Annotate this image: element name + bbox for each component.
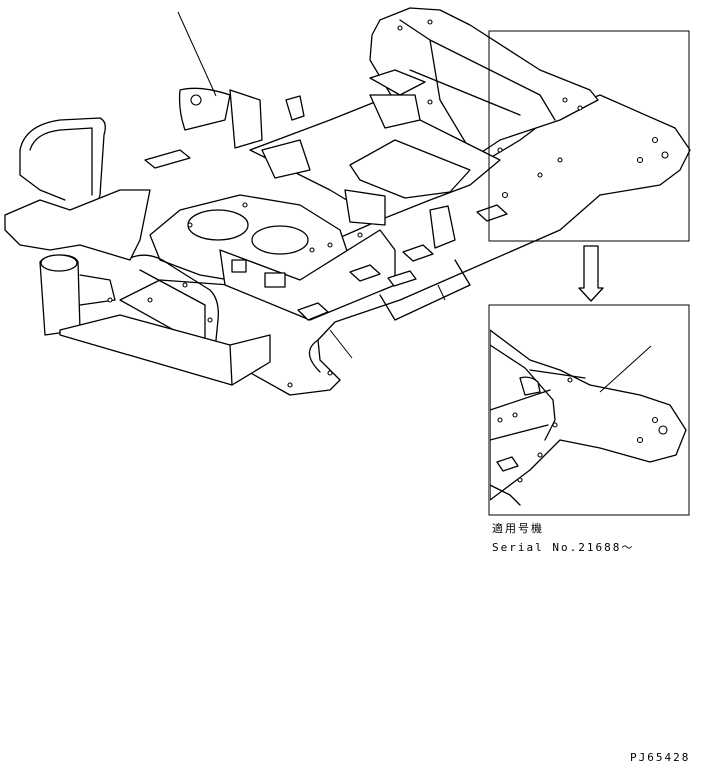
detail-callout-box <box>488 30 690 242</box>
applicable-machine-label: 適用号機 <box>492 522 544 535</box>
down-arrow-icon <box>578 245 604 302</box>
detail-view-box <box>488 304 690 516</box>
revolving-frame <box>4 7 691 396</box>
serial-number-label: Serial No.21688～ <box>492 541 635 554</box>
drawing-id: PJ65428 <box>630 751 691 764</box>
